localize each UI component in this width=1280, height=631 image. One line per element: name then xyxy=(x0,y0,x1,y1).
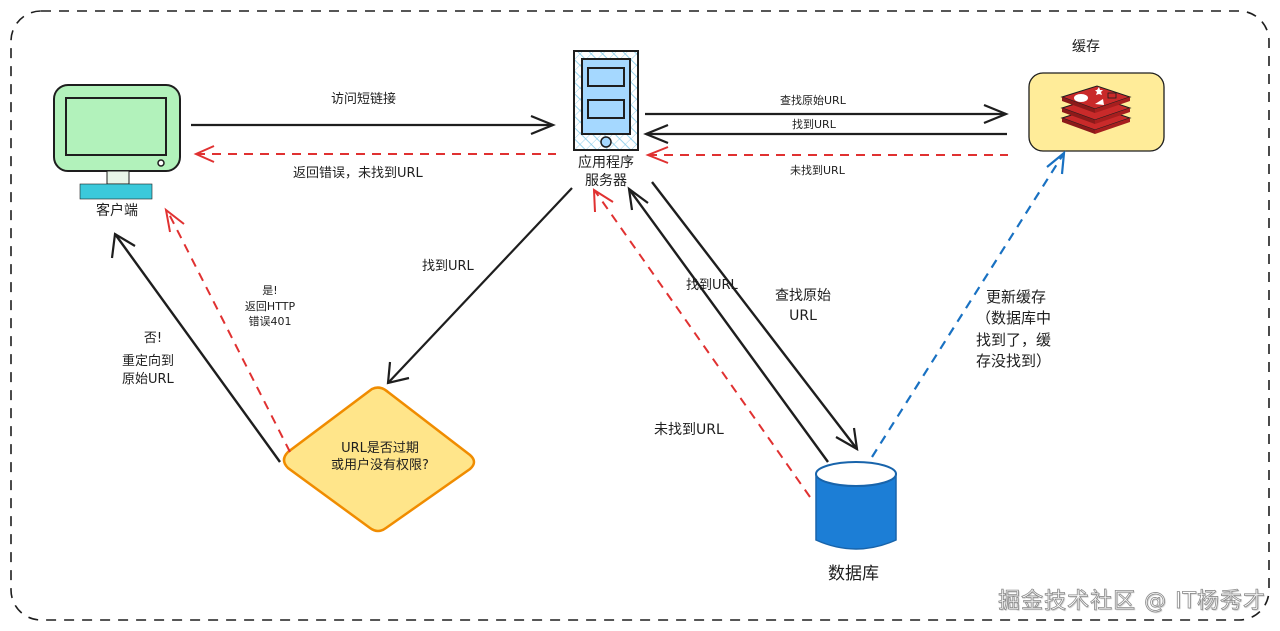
edge-server-to-decision xyxy=(386,187,573,385)
edge-db-to-server-notfound xyxy=(592,188,811,498)
label-server-to-db-1: 查找原始 xyxy=(775,288,831,304)
edge-server-to-cache xyxy=(645,103,1009,125)
decision-diamond xyxy=(282,386,476,533)
label-decision-no-3: 原始URL xyxy=(122,372,174,387)
label-cache-to-server-found: 找到URL xyxy=(792,118,836,131)
label-server-to-cache: 查找原始URL xyxy=(780,94,846,107)
database-label: 数据库 xyxy=(828,564,879,584)
label-decision-no-1: 否! xyxy=(143,331,163,346)
label-db-to-cache-2: （数据库中 xyxy=(976,309,1052,327)
redis-stack-icon xyxy=(1060,85,1132,134)
database-cylinder-icon xyxy=(815,461,897,550)
edge-cache-to-server-found xyxy=(643,123,1007,145)
edge-client-to-server xyxy=(191,114,556,136)
label-db-to-server-notfound: 未找到URL xyxy=(654,422,724,438)
client-label: 客户端 xyxy=(96,203,138,219)
edge-server-to-client-error xyxy=(193,145,556,163)
decision-line2: 或用户没有权限? xyxy=(331,458,429,473)
edge-cache-to-server-notfound xyxy=(645,146,1008,164)
edge-server-to-db xyxy=(651,181,859,452)
edge-db-to-cache-update xyxy=(871,150,1066,458)
label-cache-to-server-notfound: 未找到URL xyxy=(790,164,845,177)
server-label-line1: 应用程序 xyxy=(578,155,634,171)
outer-frame xyxy=(10,10,1270,621)
label-server-to-client-error: 返回错误，未找到URL xyxy=(293,166,423,181)
label-db-to-cache-3: 找到了，缓 xyxy=(976,331,1052,349)
decision-line1: URL是否过期 xyxy=(341,441,419,456)
monitor-icon xyxy=(53,84,181,200)
server-label-line2: 服务器 xyxy=(585,173,627,189)
label-decision-yes-2: 返回HTTP xyxy=(244,300,296,313)
label-server-to-db-2: URL xyxy=(789,308,817,324)
label-client-to-server: 访问短链接 xyxy=(331,92,397,107)
label-decision-yes-1: 是! xyxy=(262,284,278,297)
phone-server-icon xyxy=(573,50,639,151)
label-decision-no-2: 重定向到 xyxy=(122,354,175,369)
watermark: 掘金技术社区 @ IT杨秀才 xyxy=(998,589,1266,615)
edge-db-to-server-found xyxy=(627,186,829,463)
label-db-to-server-found: 找到URL xyxy=(686,278,738,293)
cache-label: 缓存 xyxy=(1072,39,1100,55)
label-db-to-cache-4: 存没找到） xyxy=(976,352,1052,370)
label-server-to-decision: 找到URL xyxy=(422,259,474,274)
label-decision-yes-3: 错误401 xyxy=(248,315,292,328)
edge-decision-to-client-no xyxy=(110,232,281,463)
edge-decision-to-client-yes xyxy=(164,207,291,453)
label-db-to-cache-1: 更新缓存 xyxy=(986,288,1047,306)
